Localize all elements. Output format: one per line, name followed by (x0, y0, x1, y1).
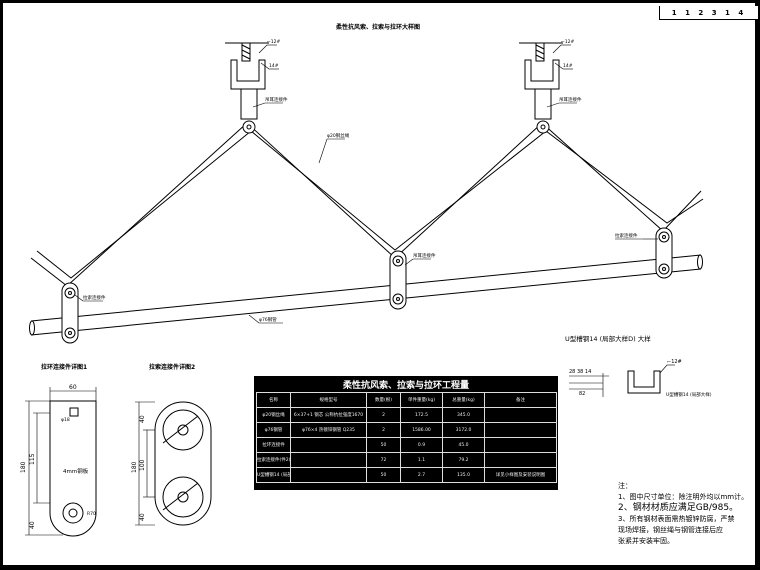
detail1-dim-width: 60 (69, 384, 77, 391)
note-line: 张紧并安装牢固。 (618, 537, 674, 545)
label-u-clip-left: ⌐12# (267, 39, 280, 45)
quantity-grid: 名称 规格型号 数量(根) 单件重量(kg) 总重量(kg) 备注 φ20钢丝绳… (256, 392, 557, 483)
detail3-label-side: U型槽钢14 (局部大样) (666, 391, 712, 398)
label-rope-right: 拉索连接件 (615, 232, 638, 239)
detail1-dim-bottom: 40 (29, 521, 36, 529)
table-cell: 2 (366, 422, 401, 438)
table-cell (484, 407, 557, 423)
detail3-drawing (569, 364, 675, 397)
leader-lines (74, 44, 658, 324)
label-rope-top: φ20钢丝绳 (327, 132, 350, 139)
note-line: 1、图中尺寸单位：除注明外均以mm计。 (618, 493, 749, 501)
table-cell: 172.5 (400, 407, 443, 423)
detail2-dim-top: 40 (139, 415, 146, 423)
detail2-title: 拉索连接件详图2 (149, 363, 195, 371)
table-row: 拉索连接件(件2) 72 1.1 79.2 (256, 452, 557, 468)
table-cell: 详见小样图及安装说明图 (484, 467, 557, 483)
table-cell: 50 (366, 437, 401, 453)
detail1-drawing (25, 387, 97, 537)
label-pipe: φ76钢管 (259, 316, 277, 323)
label-clamp-right: 14# (563, 63, 573, 69)
table-cell: 2.7 (400, 467, 443, 483)
detail1-plate-note: 4mm钢板 (63, 467, 89, 475)
table-row: φ20钢丝绳 6×37+1 钢芯 公称抗拉强度1670 2 172.5 345.… (256, 407, 557, 423)
note-line: 2、钢材材质应满足GB/985。 (618, 503, 739, 513)
table-cell: 72 (366, 452, 401, 468)
steel-pipe (29, 254, 703, 336)
table-cell: 0.9 (400, 437, 443, 453)
table-cell (484, 422, 557, 438)
note-line: 3、所有钢材表面需热镀锌防腐，严禁 (618, 515, 735, 523)
table-header-cell: 备注 (484, 392, 557, 408)
table-cell: 1.1 (400, 452, 443, 468)
detail2-dim-bottom: 40 (139, 513, 146, 521)
table-cell: 拉环连接件 (256, 437, 291, 453)
table-header-cell: 单件重量(kg) (400, 392, 443, 408)
table-header-cell: 名称 (256, 392, 291, 408)
table-cell: 45.0 (442, 437, 485, 453)
connector-middle (389, 250, 407, 310)
table-cell: 1586.00 (400, 422, 443, 438)
label-rope-left-low: 拉索连接件 (83, 294, 106, 301)
wire-rope-cable (30, 122, 704, 287)
label-clamp-left: 14# (269, 63, 279, 69)
table-header-row: 名称 规格型号 数量(根) 单件重量(kg) 总重量(kg) 备注 (256, 392, 557, 408)
drawing-sheet: 柔性抗风索、拉索与拉环大样图 (3, 3, 758, 565)
table-cell: 6×37+1 钢芯 公称抗拉强度1670 (290, 407, 367, 423)
table-cell: φ76×4 热镀锌钢管 Q235 (290, 422, 367, 438)
table-row: φ76钢管 φ76×4 热镀锌钢管 Q235 2 1586.00 3172.0 (256, 422, 557, 438)
quantity-table-title: 柔性抗风索、拉索与拉环工程量 (342, 381, 469, 391)
table-cell: φ76钢管 (256, 422, 291, 438)
detail1-dim-r: R70 (87, 511, 96, 517)
detail3-label-top: ⌐12# (667, 359, 682, 365)
title-block: 1 1 2 3 1 4 (659, 6, 758, 20)
table-header-cell: 规格型号 (290, 392, 367, 408)
quantity-table: 柔性抗风索、拉索与拉环工程量 名称 规格型号 数量(根) 单件重量(kg) 总重… (254, 376, 558, 490)
table-row: 拉环连接件 50 0.9 45.0 (256, 437, 557, 453)
detail2-dim-inner: 100 (139, 459, 146, 471)
notes: 注： 1、图中尺寸单位：除注明外均以mm计。 2、钢材材质应满足GB/985。 … (618, 481, 748, 547)
notes-title: 注： (618, 482, 632, 490)
table-cell (484, 452, 557, 468)
table-row: U型槽钢14 (局部) 50 2.7 135.0 详见小样图及安装说明图 (256, 467, 557, 483)
table-cell: φ20钢丝绳 (256, 407, 291, 423)
detail1-dim-height: 180 (20, 461, 27, 473)
engineering-drawing: 柔性抗风索、拉索与拉环大样图 (20, 23, 712, 537)
table-cell: 79.2 (442, 452, 485, 468)
table-cell: 拉索连接件(件2) (256, 452, 291, 468)
label-u-clip-right: ⌐12# (561, 39, 574, 45)
hanger-right (519, 42, 563, 134)
connector-right (655, 227, 673, 279)
detail3-title: U型槽钢14 (局部大样D) 大样 (565, 334, 651, 343)
label-clamp-middle: 吊耳连接件 (413, 252, 436, 259)
hanger-left (225, 42, 269, 134)
note-line: 现场焊接，钢丝绳与钢管连接后应 (618, 526, 723, 534)
table-header-cell: 数量(根) (366, 392, 401, 408)
detail1-title: 拉环连接件详图1 (41, 363, 87, 371)
table-cell (290, 467, 367, 483)
table-cell: U型槽钢14 (局部) (256, 467, 291, 483)
detail1-dim-inner: 115 (29, 453, 36, 465)
table-cell (290, 437, 367, 453)
table-cell (290, 452, 367, 468)
drawing-title: 柔性抗风索、拉索与拉环大样图 (335, 23, 420, 31)
table-cell (484, 437, 557, 453)
connector-left (61, 282, 79, 344)
detail2-drawing (135, 401, 212, 526)
table-cell: 2 (366, 407, 401, 423)
table-cell: 50 (366, 467, 401, 483)
detail2-dim-height: 180 (131, 461, 138, 473)
label-lug-right: 吊耳连接件 (559, 96, 582, 103)
detail3-dim-base: 82 (579, 391, 585, 397)
detail1-dim-hole: φ18 (61, 417, 70, 423)
table-cell: 345.0 (442, 407, 485, 423)
detail3-dims: 28 38 14 (569, 369, 591, 375)
label-lug-left: 吊耳连接件 (265, 96, 288, 103)
table-cell: 135.0 (442, 467, 485, 483)
table-header-cell: 总重量(kg) (442, 392, 485, 408)
table-cell: 3172.0 (442, 422, 485, 438)
